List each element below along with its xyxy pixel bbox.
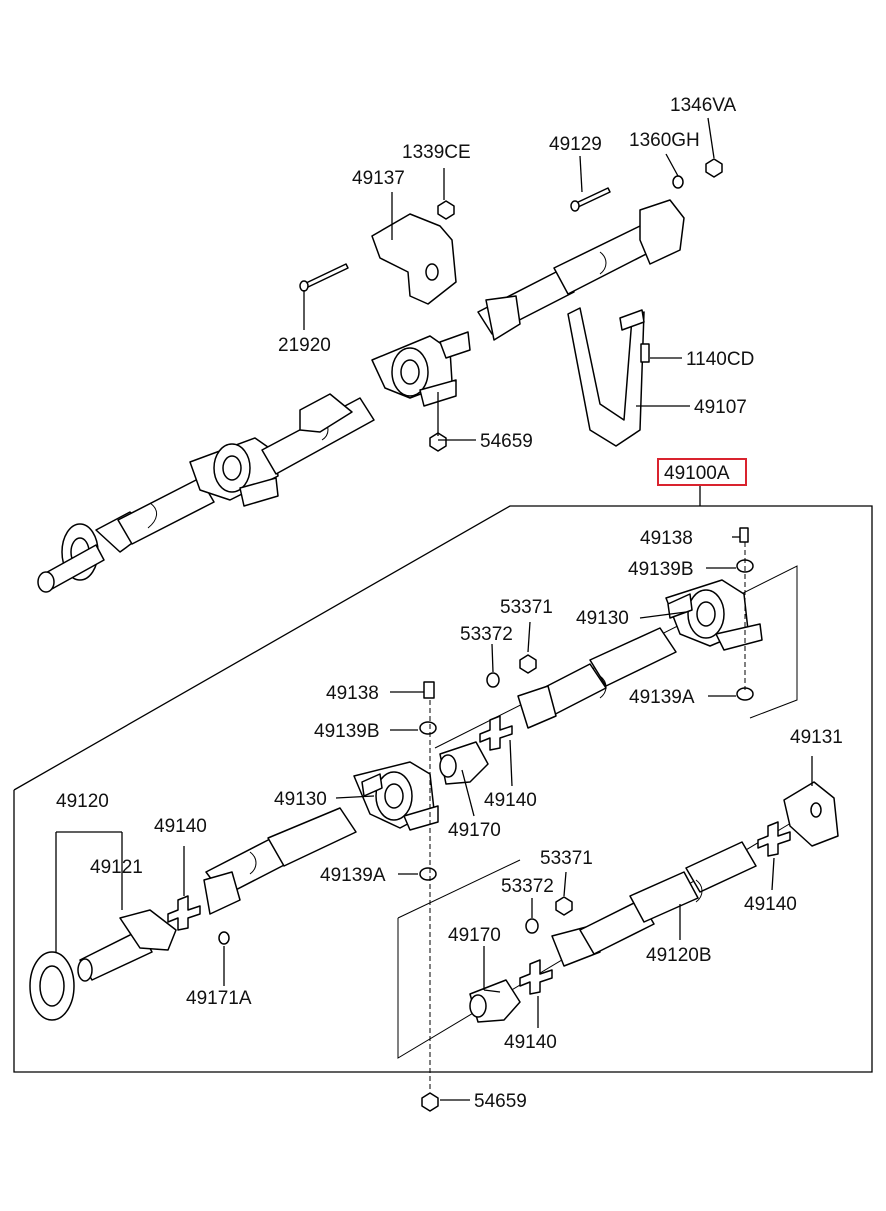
label-49139B-left: 49139B (314, 721, 380, 742)
label-49140-left: 49140 (154, 816, 207, 837)
label-49121: 49121 (90, 857, 143, 878)
label-49100A[interactable]: 49100A (664, 463, 730, 484)
label-49138-right: 49138 (640, 528, 693, 549)
label-49139B-right: 49139B (628, 559, 694, 580)
label-53372-bottom: 53372 (501, 876, 554, 897)
upper-propeller-shaft (37, 158, 723, 593)
label-1339CE: 1339CE (402, 142, 471, 163)
leader-lines (55, 117, 813, 1101)
label-53371-right: 53371 (500, 597, 553, 618)
label-49170-bottom: 49170 (448, 925, 501, 946)
label-49130-right: 49130 (576, 608, 629, 629)
label-49140-middle: 49140 (484, 790, 537, 811)
label-49120: 49120 (56, 791, 109, 812)
assembly-outline (13, 505, 873, 1073)
assembly-highlight-box (657, 458, 747, 486)
label-49120B: 49120B (646, 945, 712, 966)
label-49171A: 49171A (186, 988, 252, 1009)
label-49140-right: 49140 (744, 894, 797, 915)
label-54659-top: 54659 (480, 431, 533, 452)
label-49139A-right: 49139A (629, 687, 695, 708)
label-49131: 49131 (790, 727, 843, 748)
label-49130-left: 49130 (274, 789, 327, 810)
label-49170-middle: 49170 (448, 820, 501, 841)
label-49137: 49137 (352, 168, 405, 189)
label-49129: 49129 (549, 134, 602, 155)
label-21920: 21920 (278, 335, 331, 356)
label-54659-bottom: 54659 (474, 1091, 527, 1112)
label-49140-bottom: 49140 (504, 1032, 557, 1053)
label-49107: 49107 (694, 397, 747, 418)
part-labels: 1346VA 49129 1360GH 1339CE 49137 21920 1… (56, 95, 843, 1112)
label-49138-left: 49138 (326, 683, 379, 704)
label-1360GH: 1360GH (629, 130, 700, 151)
label-53371-bottom: 53371 (540, 848, 593, 869)
label-1346VA: 1346VA (670, 95, 737, 116)
assembly-parts (29, 527, 839, 1112)
label-53372-right: 53372 (460, 624, 513, 645)
label-49139A-left: 49139A (320, 865, 386, 886)
label-1140CD: 1140CD (686, 349, 754, 370)
